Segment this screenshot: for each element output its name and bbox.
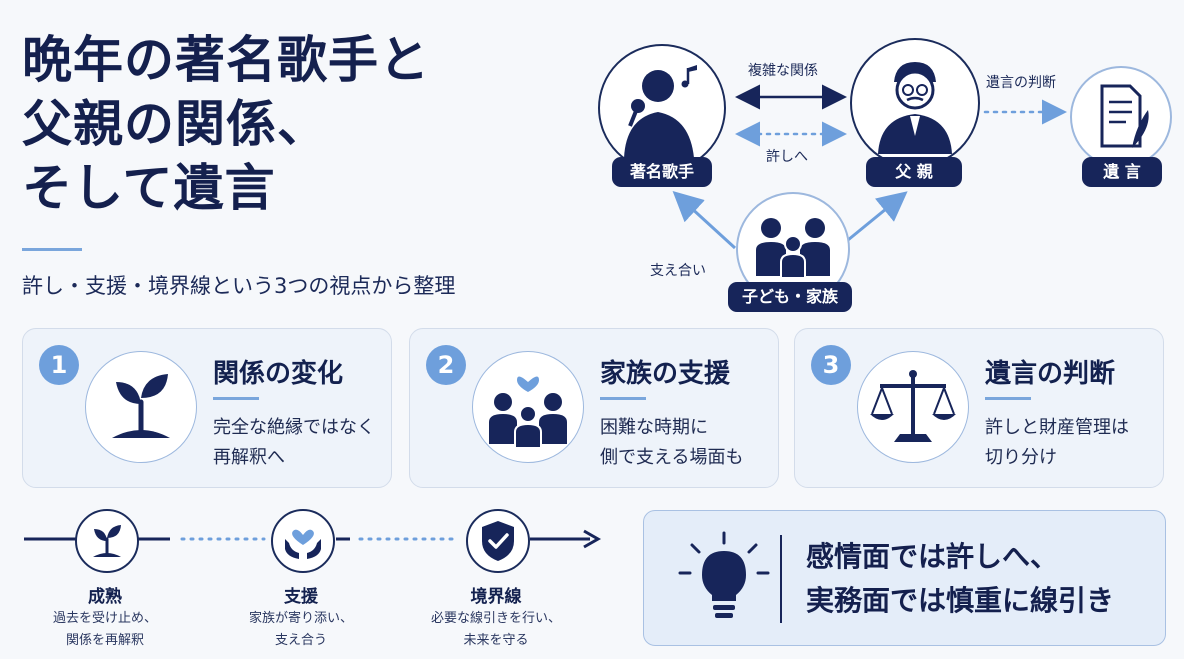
title-line-2: 父親の関係、 xyxy=(22,95,328,153)
card-number-badge: 2 xyxy=(426,345,466,385)
card-title: 遺言の判断 xyxy=(985,359,1116,389)
timeline-icon-boundary xyxy=(466,509,530,573)
card-text-line-2: 切り分け xyxy=(985,447,1057,468)
callout-line-1: 感情面では許しへ、 xyxy=(806,540,1059,573)
hands-heart-icon xyxy=(285,529,321,559)
card-icon-circle xyxy=(857,351,969,463)
card-family-support: 2 家族の支援 困難な時期に 側で支える場面も xyxy=(409,328,779,488)
father-label: 父 親 xyxy=(866,157,962,187)
edge-support-right-arrow xyxy=(847,191,908,242)
card-title: 家族の支援 xyxy=(600,359,731,389)
title-line-3: そして遺言 xyxy=(22,159,276,217)
card-text-line-1: 困難な時期に xyxy=(600,417,708,438)
edge-label-support: 支え合い xyxy=(650,263,706,279)
edge-support-left-arrow xyxy=(672,190,737,250)
card-number-badge: 3 xyxy=(811,345,851,385)
edge-label-will-decision: 遺言の判断 xyxy=(986,75,1056,91)
singer-icon xyxy=(624,65,697,158)
sprout-icon xyxy=(112,374,170,438)
singer-label: 著名歌手 xyxy=(612,157,712,187)
main-title: 晩年の著名歌手と 父親の関係、 そして遺言 xyxy=(22,28,562,220)
card-title-underline xyxy=(213,397,259,400)
family-heart-icon xyxy=(489,376,567,449)
document-quill-icon xyxy=(1100,84,1149,148)
card-icon-circle xyxy=(85,351,197,463)
card-icon-circle xyxy=(472,351,584,463)
timeline-desc-line-2: 支え合う xyxy=(274,633,327,648)
father-node xyxy=(850,38,980,168)
shield-check-icon xyxy=(482,521,514,561)
card-description: 完全な絶縁ではなく 再解釈へ xyxy=(213,413,375,473)
lightbulb-icon xyxy=(678,531,770,618)
conclusion-callout: 感情面では許しへ、 実務面では慎重に線引き xyxy=(643,510,1166,646)
card-title-underline xyxy=(985,397,1031,400)
family-label: 子ども・家族 xyxy=(728,282,852,312)
card-text-line-1: 完全な絶縁ではなく xyxy=(213,417,375,438)
card-description: 許しと財産管理は 切り分け xyxy=(985,413,1129,473)
timeline-desc-line-1: 家族が寄り添い、 xyxy=(248,611,353,626)
card-relationship-change: 1 関係の変化 完全な絶縁ではなく 再解釈へ xyxy=(22,328,392,488)
family-icon xyxy=(756,218,830,279)
callout-text: 感情面では許しへ、 実務面では慎重に線引き xyxy=(806,535,1114,623)
timeline-desc-line-1: 過去を受け止め、 xyxy=(52,611,157,626)
edge-label-complex: 複雑な関係 xyxy=(748,63,818,79)
subtitle: 許し・支援・境界線という3つの視点から整理 xyxy=(22,274,456,298)
timeline-label-support: 支援 xyxy=(284,587,318,607)
will-node xyxy=(1070,66,1172,168)
timeline-label-boundary: 境界線 xyxy=(470,587,522,607)
card-text-line-2: 側で支える場面も xyxy=(600,447,744,468)
edge-label-forgive: 許しへ xyxy=(766,149,808,165)
card-title-underline xyxy=(600,397,646,400)
timeline-desc-boundary: 必要な線引きを行い、 未来を守る xyxy=(406,608,586,652)
timeline-desc-line-2: 関係を再解釈 xyxy=(65,633,144,648)
card-title: 関係の変化 xyxy=(213,359,344,389)
timeline-icon-support xyxy=(271,509,335,573)
timeline-desc-line-2: 未来を守る xyxy=(463,633,529,648)
callout-line-2: 実務面では慎重に線引き xyxy=(806,584,1115,617)
sprout-icon xyxy=(93,525,121,557)
father-icon xyxy=(878,62,952,154)
callout-divider xyxy=(780,535,782,623)
card-text-line-1: 許しと財産管理は xyxy=(985,417,1129,438)
timeline-desc-line-1: 必要な線引きを行い、 xyxy=(430,611,561,626)
scales-icon xyxy=(870,370,956,442)
card-text-line-2: 再解釈へ xyxy=(213,447,285,468)
title-line-1: 晩年の著名歌手と xyxy=(22,31,430,89)
will-label: 遺 言 xyxy=(1082,157,1162,187)
timeline-icon-maturity xyxy=(75,509,139,573)
title-underline xyxy=(22,248,82,251)
timeline-desc-maturity: 過去を受け止め、 関係を再解釈 xyxy=(15,608,195,652)
card-number-badge: 1 xyxy=(39,345,79,385)
timeline-desc-support: 家族が寄り添い、 支え合う xyxy=(211,608,391,652)
card-description: 困難な時期に 側で支える場面も xyxy=(600,413,743,473)
singer-node xyxy=(598,44,726,172)
card-will-decision: 3 遺言の判断 許しと財産管理は 切り分け xyxy=(794,328,1164,488)
timeline-label-maturity: 成熟 xyxy=(88,587,122,607)
family-node xyxy=(736,192,850,306)
